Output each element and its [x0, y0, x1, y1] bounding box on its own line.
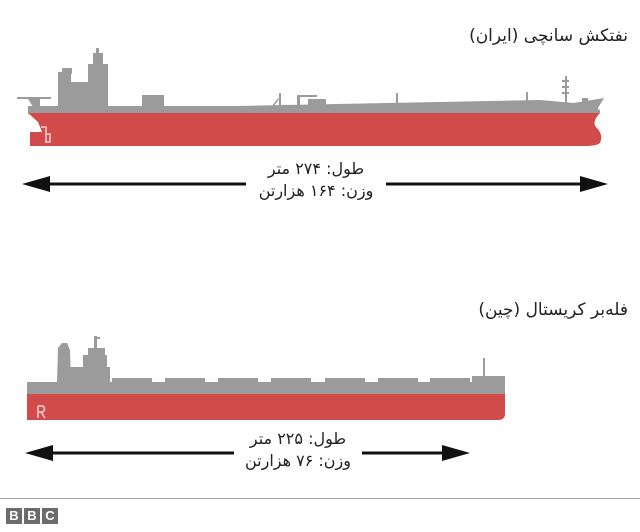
ship-1-length: طول: ۲۷۴ متر [267, 159, 365, 178]
ship-1-silhouette [17, 48, 604, 146]
ship-1-weight: وزن: ۱۶۴ هزارتن [258, 181, 374, 200]
ship-1-title: نفتکش سانچی (ایران) [469, 26, 628, 46]
footer-divider [0, 498, 640, 499]
ship-2-length: طول: ۲۲۵ متر [249, 429, 347, 448]
ship-2-length-arrow [25, 445, 470, 461]
ship-1-dimensions: طول: ۲۷۴ متر وزن: ۱۶۴ هزارتن [246, 158, 386, 202]
ship-2-dimensions: طول: ۲۲۵ متر وزن: ۷۶ هزارتن [234, 428, 362, 472]
bbc-logo-b1: B [6, 508, 22, 524]
ship-2-title: فله‌بر کریستال (چین) [478, 300, 628, 320]
ship-2-silhouette [27, 336, 505, 420]
ship-1-length-arrow [22, 176, 608, 192]
bbc-logo-c: C [42, 508, 58, 524]
ship-2-weight: وزن: ۷۶ هزارتن [244, 451, 352, 470]
bbc-logo-b2: B [24, 508, 40, 524]
bbc-logo: B B C [6, 508, 58, 524]
